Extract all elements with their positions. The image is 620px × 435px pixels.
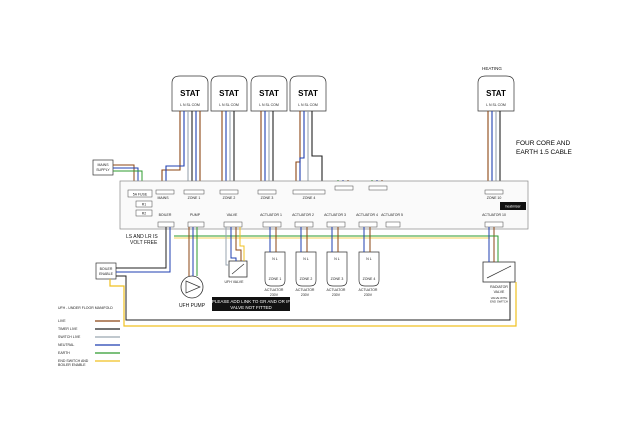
valve-label: UFH VALVE [225,280,245,284]
stat-2-terminals: L N SL COM [219,103,239,107]
stat-4[interactable]: STAT L N SL COM [289,75,327,112]
board-label-zone4: ZONE 4 [303,196,316,200]
legend-label-2: SWITCH LIVE [58,335,81,339]
volt-free-line-1: LS AND LR IS [126,234,158,240]
board-label-act5: ACTUATOR 5 [381,213,403,217]
svg-text:N L: N L [272,257,278,261]
cable-note-line-1: FOUR CORE AND [516,140,570,147]
fuse-label: 5A FUSE [133,193,148,197]
radiator-valve-note-2: END SWITCH [490,300,508,304]
legend-title: UFH - UNDER FLOOR MANIFOLD [58,306,113,310]
svg-text:N L: N L [334,257,340,261]
ufh-valve[interactable]: UFH VALVE [225,260,248,284]
cable-note-line-2: EARTH 1.5 CABLE [516,149,573,156]
fuse-box [127,189,153,198]
actuator-zone-1[interactable]: N L ZONE 1 ACTUATOR 230V [265,251,286,297]
legend-label-1: TIMER LIVE [58,327,78,331]
board-label-zone2: ZONE 2 [223,196,236,200]
board-label-act1: ACTUATOR 1 [260,213,282,217]
board-label-act3: ACTUATOR 3 [324,213,346,217]
radiator-valve-line-2: VALVE [494,290,505,294]
stat-4-label: STAT [298,89,318,98]
actuator-zone-3[interactable]: N L ZONE 3 ACTUATOR 230V [327,251,348,297]
control-board: MAINS ZONE 1 ZONE 2 ZONE 3 ZONE 4 ZONE 1… [119,180,529,230]
actuator-3-sub2: 230V [332,293,341,297]
board-label-zone10: ZONE 10 [487,196,502,200]
actuator-4-sub2: 230V [364,293,373,297]
svg-text:N L: N L [303,257,309,261]
actuators: N L ZONE 1 ACTUATOR 230V N L ZONE 2 ACTU… [265,251,380,297]
link-note: PLEASE ADD LINK TO GR AND OR IF VALVE NO… [212,297,291,311]
stat-1-terminals: L N SL COM [180,103,200,107]
actuator-4-sub1: ACTUATOR [359,288,378,292]
actuator-2-sub2: 230V [301,293,310,297]
actuator-4-name: ZONE 4 [363,277,376,281]
stat-1-label: STAT [180,89,200,98]
heatmiser-badge: heatmiser [505,205,521,209]
legend-label-0: LIVE [58,319,66,323]
board-label-act4: ACTUATOR 4 [356,213,378,217]
actuator-1-sub2: 230V [270,293,279,297]
volt-free-line-2: VOLT FREE [130,240,158,246]
mains-supply-line-2: SUPPLY [96,168,110,172]
legend-label-3: NEUTRAL [58,343,74,347]
stat-3[interactable]: STAT L N SL COM [250,75,288,112]
actuator-3-name: ZONE 3 [331,277,344,281]
stat-heating-label: STAT [486,89,506,98]
stat-3-terminals: L N SL COM [259,103,279,107]
legend: UFH - UNDER FLOOR MANIFOLD LIVE TIMER LIV… [58,306,120,367]
heating-label: HEATING [482,66,502,71]
radiator-valve[interactable]: RADIATOR VALVE VALVE WITH END SWITCH [482,261,516,304]
board-label-act10: ACTUATOR 10 [482,213,506,217]
thermostats: STAT L N SL COM STAT L N SL COM STAT L N… [171,66,515,112]
stat-2-label: STAT [219,89,239,98]
board-label-mains: MAINS [157,196,169,200]
mains-supply-line-1: MAINS [97,163,109,167]
actuator-1-name: ZONE 1 [269,277,282,281]
board-label-act2: ACTUATOR 2 [292,213,314,217]
board-label-boiler: BOILER [159,213,172,217]
radiator-valve-line-1: RADIATOR [490,285,508,289]
board-label-zone1: ZONE 1 [188,196,201,200]
boiler-enable-line-2: ENABLE [99,272,113,276]
svg-text:N L: N L [366,257,372,261]
link-note-line-2: VALVE NOT FITTED [230,305,272,310]
stat-wires [161,111,501,190]
board-label-valve: VALVE [227,213,238,217]
actuator-wires [269,227,371,252]
r2-label: R2 [142,212,147,216]
stat-4-terminals: L N SL COM [298,103,318,107]
stat-heating-terminals: L N SL COM [486,103,506,107]
actuator-2-name: ZONE 2 [300,277,313,281]
boiler-enable-line-1: BOILER [100,267,113,271]
actuator-zone-4[interactable]: N L ZONE 4 ACTUATOR 230V [359,251,380,297]
actuator-3-sub1: ACTUATOR [327,288,346,292]
boiler-enable[interactable]: BOILER ENABLE [95,262,117,280]
actuator-2-sub1: ACTUATOR [296,288,315,292]
radiator-valve-note-1: VALVE WITH [491,296,508,300]
legend-label-4: EARTH [58,351,70,355]
actuator-zone-2[interactable]: N L ZONE 2 ACTUATOR 230V [296,251,317,297]
stat-3-label: STAT [259,89,279,98]
stat-1[interactable]: STAT L N SL COM [171,75,209,112]
board-label-pump: PUMP [190,213,201,217]
r1-label: R1 [142,203,147,207]
board-label-zone3: ZONE 3 [261,196,274,200]
link-note-line-1: PLEASE ADD LINK TO GR AND OR IF [212,299,291,304]
stat-heating[interactable]: STAT L N SL COM [477,75,515,112]
pump-label: UFH PUMP [179,303,206,309]
ufh-pump[interactable]: UFH PUMP [179,275,206,309]
actuator-1-sub1: ACTUATOR [265,288,284,292]
stat-2[interactable]: STAT L N SL COM [210,75,248,112]
mains-supply[interactable]: MAINS SUPPLY [92,159,114,176]
